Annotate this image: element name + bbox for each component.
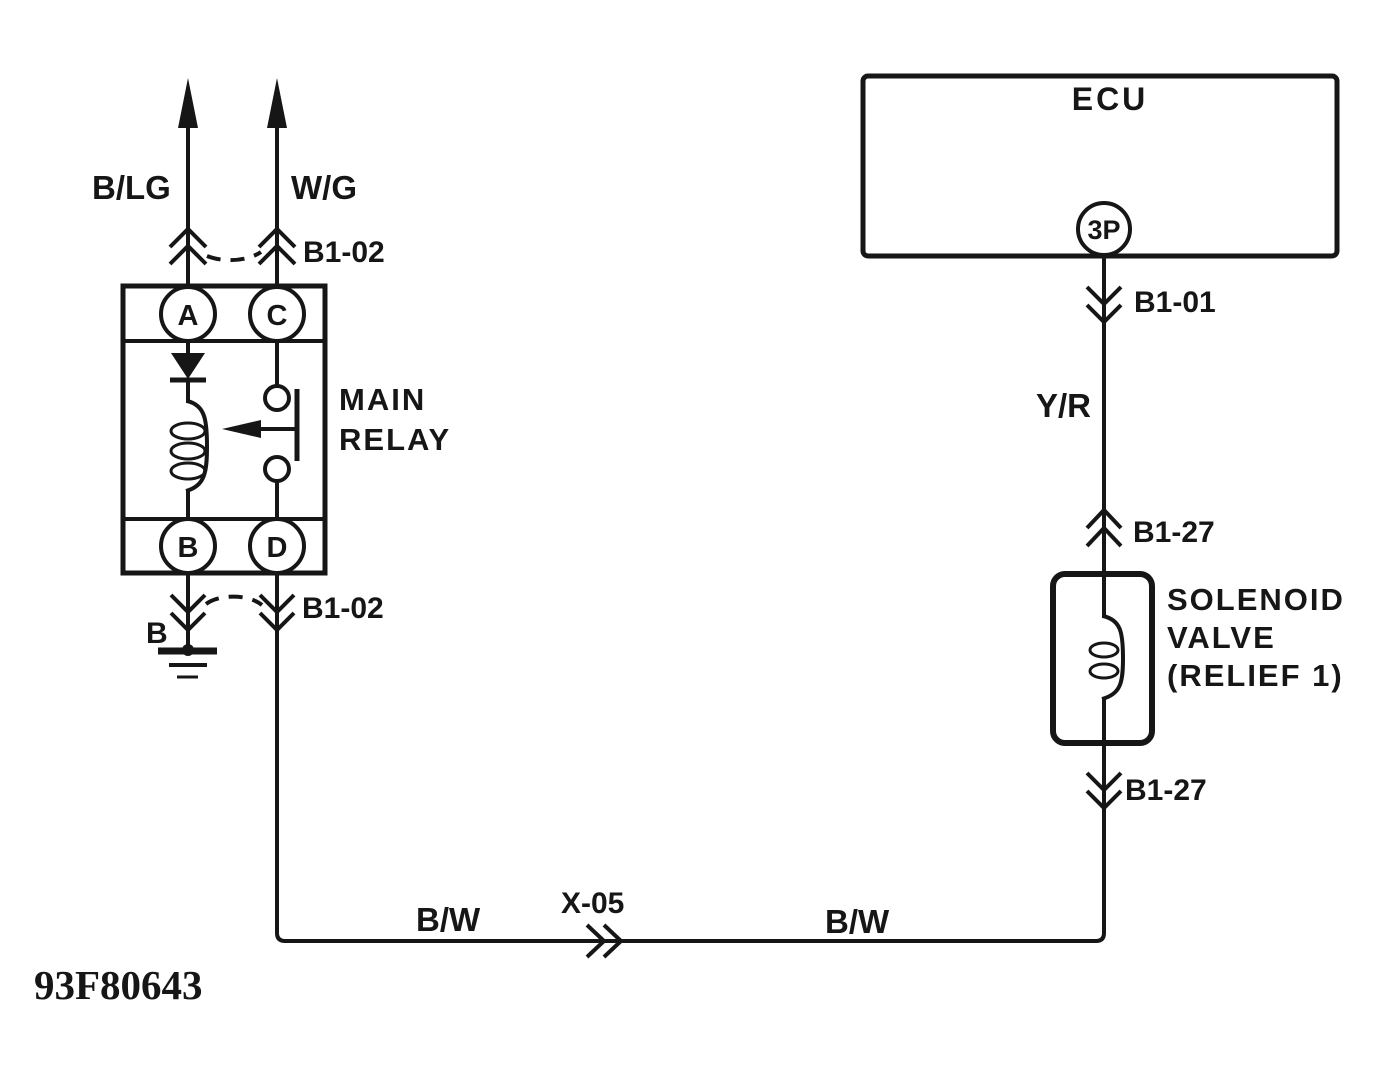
solenoid-label-line1: SOLENOID [1167, 582, 1345, 617]
ground-icon [158, 644, 217, 679]
up-arrow-icon [178, 78, 198, 128]
relay-diode [170, 341, 206, 403]
connector-label-b127-top: B1-27 [1133, 516, 1215, 549]
ecu-box: ECU 3P [860, 73, 1340, 259]
bottom-wire-run [204, 573, 1106, 943]
up-arrow-icon [267, 78, 287, 128]
relay-coil [169, 399, 210, 519]
terminal-c-circle [248, 285, 306, 343]
power-feed-arrow-wg [267, 78, 287, 289]
terminal-b-label: B [178, 532, 199, 564]
ground-label: B [146, 617, 168, 650]
wire-label-yr: Y/R [1036, 387, 1091, 424]
relay-switch [222, 341, 300, 519]
switch-contact-bottom [263, 455, 291, 483]
ecu-to-solenoid-wire [1085, 255, 1123, 575]
connector-label-b102-bottom: B1-02 [302, 592, 384, 625]
power-feed-arrow-blg [178, 78, 198, 289]
connector-x05-icon [585, 923, 624, 959]
connector-label-b101: B1-01 [1134, 286, 1216, 319]
actuator-arrow-icon [222, 420, 261, 438]
wire-label-blg: B/LG [92, 169, 171, 206]
solenoid-label-line3: (RELIEF 1) [1167, 658, 1344, 693]
wire-label-bw-left: B/W [416, 901, 481, 938]
ecu-label: ECU [1072, 81, 1149, 117]
connector-b102-top-icon [168, 226, 297, 266]
terminal-a-circle [159, 285, 217, 343]
wire-label-wg: W/G [291, 169, 357, 206]
ecu-pin-3p-label: 3P [1087, 215, 1120, 245]
main-relay-box [120, 283, 328, 576]
terminal-d-label: D [267, 532, 288, 564]
main-relay-label-line2: RELAY [339, 422, 451, 457]
wire-label-bw-right: B/W [825, 903, 890, 940]
solenoid-coil [1088, 574, 1126, 743]
solenoid-valve-box [1050, 571, 1155, 746]
figure-id: 93F80643 [34, 962, 203, 1008]
solenoid-label-line2: VALVE [1167, 620, 1276, 655]
terminal-a-label: A [178, 300, 199, 332]
terminal-c-label: C [267, 300, 288, 332]
switch-contact-top [263, 384, 291, 412]
connector-label-x05: X-05 [561, 887, 624, 920]
main-relay-label-line1: MAIN [339, 382, 426, 417]
connector-label-b102-top: B1-02 [303, 236, 385, 269]
connector-b127-bottom-icon [1085, 771, 1123, 811]
ground-branch [158, 573, 217, 679]
connector-label-b127-bottom: B1-27 [1125, 774, 1207, 807]
